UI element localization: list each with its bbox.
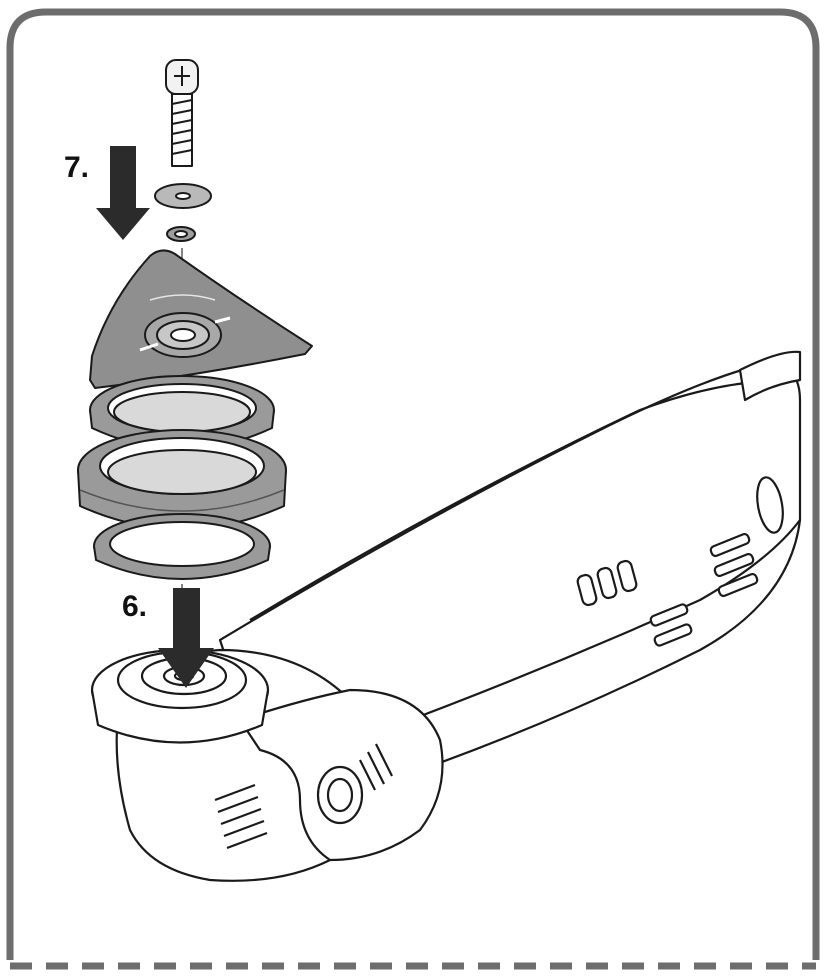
step-label-6: 6.	[122, 590, 147, 623]
flat-washer	[154, 183, 212, 209]
diagram-frame	[6, 8, 820, 970]
spring-washer	[166, 226, 196, 242]
triangular-sanding-pad	[89, 249, 313, 389]
down-arrow-icon	[158, 588, 214, 688]
exploded-parts	[77, 59, 313, 640]
adapter-ring-middle	[77, 429, 287, 530]
mounting-screw	[165, 59, 199, 167]
grip-ribs	[214, 783, 268, 850]
vent-slots	[576, 532, 759, 647]
adapter-ring-lower	[93, 513, 271, 580]
multitool-body	[90, 350, 802, 882]
down-arrow-icon	[96, 146, 150, 240]
step-label-7: 7.	[64, 151, 89, 184]
